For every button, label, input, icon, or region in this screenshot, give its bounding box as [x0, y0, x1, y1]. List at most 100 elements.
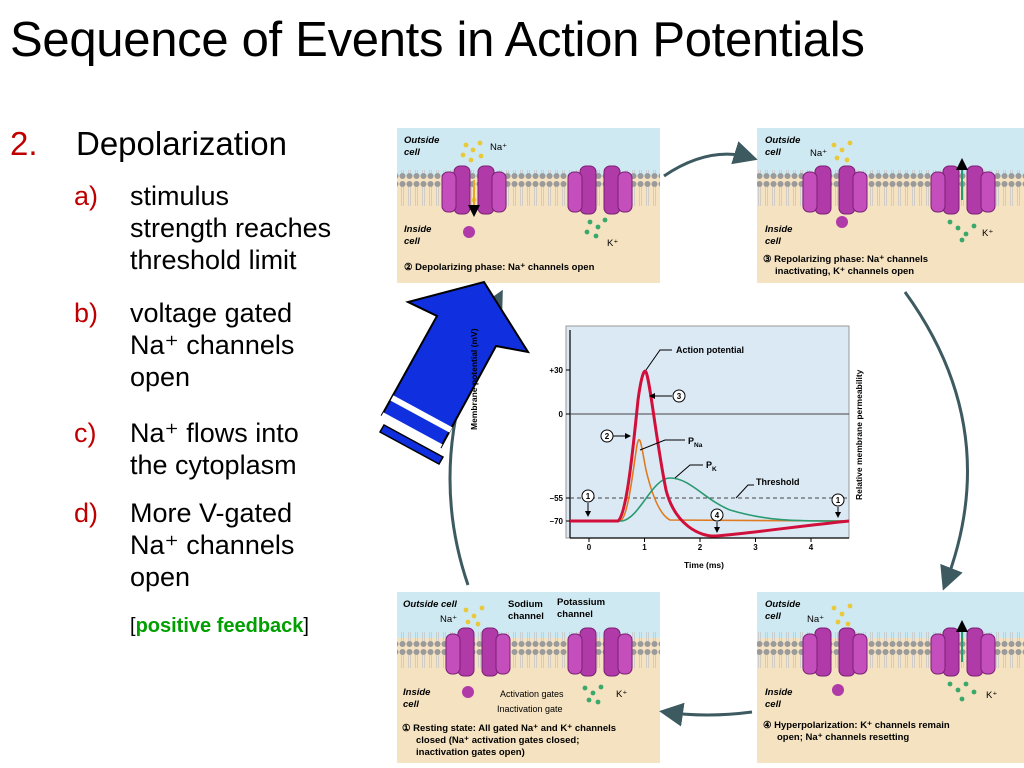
item-line: Na⁺ flows into [130, 418, 299, 448]
svg-text:Inside: Inside [765, 224, 793, 235]
inactivation-gate [832, 684, 844, 696]
item-line: Na⁺ channels [130, 530, 295, 560]
feedback-note: [positive feedback] [130, 615, 309, 637]
slide-title: Sequence of Events in Action Potentials [10, 13, 865, 67]
pna-curve [570, 438, 850, 522]
item-line: open [130, 562, 191, 592]
action-potential-curve [570, 369, 850, 538]
svg-text:K⁺: K⁺ [982, 228, 993, 239]
svg-text:cell: cell [765, 236, 781, 247]
marker-1: 1 [586, 492, 591, 501]
item-line: More V-gated [130, 498, 293, 528]
potassium-ions [947, 219, 977, 243]
list-heading-text: Depolarization [76, 125, 287, 162]
svg-text:channel: channel [508, 611, 544, 622]
item-line: stimulus [130, 181, 230, 211]
inactivation-gate-label: Inactivation gate [497, 704, 563, 714]
svg-text:inactivating, K⁺ channels open: inactivating, K⁺ channels open [775, 266, 914, 277]
svg-text:open; Na⁺ channels resetting: open; Na⁺ channels resetting [777, 732, 909, 743]
svg-text:Inside: Inside [765, 687, 793, 698]
panel-caption: ② Depolarizing phase: Na⁺ channels open [404, 262, 595, 273]
threshold-label: Threshold [756, 477, 800, 487]
blue-arrow-stripe [378, 423, 445, 466]
action-potential-label: Action potential [676, 345, 744, 355]
y-axis-label: Membrane potential (mV) [469, 328, 479, 430]
svg-text:K⁺: K⁺ [616, 689, 627, 700]
marker-3: 3 [677, 392, 682, 401]
y-tick-label: –55 [550, 494, 564, 503]
k-label: K⁺ [607, 238, 618, 249]
svg-text:Na⁺: Na⁺ [807, 614, 824, 625]
sodium-ions [831, 140, 853, 163]
x-axis-label: Time (ms) [684, 560, 724, 570]
panel-hyperpolarization: Outside cell Na⁺ Inside cell K⁺ ④ Hyperp… [757, 592, 1024, 763]
item-letter: c) [74, 418, 97, 448]
positive-feedback-text: positive feedback [135, 615, 304, 637]
list-number: 2. [10, 125, 38, 162]
action-potential-graph: +30 0 –55 –70 0 1 2 3 4 Membrane potential (mV)… [469, 325, 864, 570]
pk-curve [570, 477, 850, 522]
svg-text:Sodium: Sodium [508, 599, 543, 610]
item-line: strength reaches [130, 213, 332, 243]
svg-text:cell: cell [403, 699, 419, 710]
panel-caption: ① Resting state: All gated Na⁺ and K⁺ ch… [402, 723, 616, 734]
svg-text:closed (Na⁺ activation gates c: closed (Na⁺ activation gates closed; [416, 735, 579, 746]
svg-text:cell: cell [404, 236, 420, 247]
y-tick-label: 0 [559, 410, 564, 419]
svg-text:Na⁺: Na⁺ [440, 614, 457, 625]
arrow-2-to-3 [663, 141, 758, 178]
item-letter: d) [74, 498, 99, 528]
x-ticks: 0 1 2 3 4 [587, 538, 814, 552]
potassium-ions [584, 217, 608, 239]
marker-2: 2 [605, 432, 610, 441]
y-ticks: +30 0 –55 –70 [549, 366, 570, 526]
item-line: open [130, 362, 191, 392]
svg-text:Inside: Inside [403, 687, 431, 698]
sodium-ions [831, 603, 853, 627]
x-tick-label: 1 [642, 543, 647, 552]
x-tick-label: 0 [587, 543, 592, 552]
inactivation-gate [836, 216, 848, 228]
panel-resting: Outside cell Na⁺ Sodium channel Potassiu… [397, 592, 660, 763]
sodium-ions [463, 605, 485, 627]
pna-label: PNa [688, 436, 703, 449]
panel-caption: ③ Repolarizing phase: Na⁺ channels [763, 254, 928, 265]
svg-text:cell: cell [765, 147, 781, 158]
x-tick-label: 2 [698, 543, 703, 552]
blue-arrow-body [380, 280, 531, 449]
item-letter: b) [74, 298, 99, 328]
panel-repolarizing: Outside cell Na⁺ Inside cell K⁺ ③ Repola… [757, 128, 1024, 283]
x-tick-label: 4 [809, 543, 814, 552]
svg-text:Na⁺: Na⁺ [810, 148, 827, 159]
arrow-4-to-1 [659, 702, 753, 727]
outside-label: Outside [404, 135, 440, 146]
right-axis-label: Relative membrane permeability [854, 369, 864, 500]
arrow-3-to-4 [903, 291, 969, 591]
potassium-ions [582, 684, 604, 705]
svg-text:cell: cell [404, 147, 420, 158]
step-markers [581, 389, 845, 522]
svg-text:inactivation gates open): inactivation gates open) [416, 747, 525, 758]
svg-text:Potassium: Potassium [557, 597, 605, 608]
inactivation-gate [462, 686, 474, 698]
y-tick-label: +30 [549, 366, 563, 375]
inside-label: Inside [404, 224, 432, 235]
x-tick-label: 3 [753, 543, 758, 552]
big-blue-arrow [378, 280, 531, 466]
svg-text:channel: channel [557, 609, 593, 620]
activation-gates-label: Activation gates [500, 689, 564, 699]
svg-text:cell: cell [765, 699, 781, 710]
item-line: voltage gated [130, 298, 293, 328]
svg-text:Outside: Outside [765, 599, 801, 610]
svg-text:cell: cell [765, 611, 781, 622]
marker-4: 4 [715, 511, 720, 520]
panel-depolarizing: Outside cell Na⁺ Inside cell K⁺ ② Depola… [397, 128, 660, 283]
item-line: threshold limit [130, 245, 297, 275]
svg-text:Outside cell: Outside cell [403, 599, 457, 610]
potassium-ions [947, 681, 977, 702]
y-tick-label: –70 [550, 517, 564, 526]
svg-text:Outside: Outside [765, 135, 801, 146]
item-line: Na⁺ channels [130, 330, 295, 360]
marker-1b: 1 [836, 496, 841, 505]
